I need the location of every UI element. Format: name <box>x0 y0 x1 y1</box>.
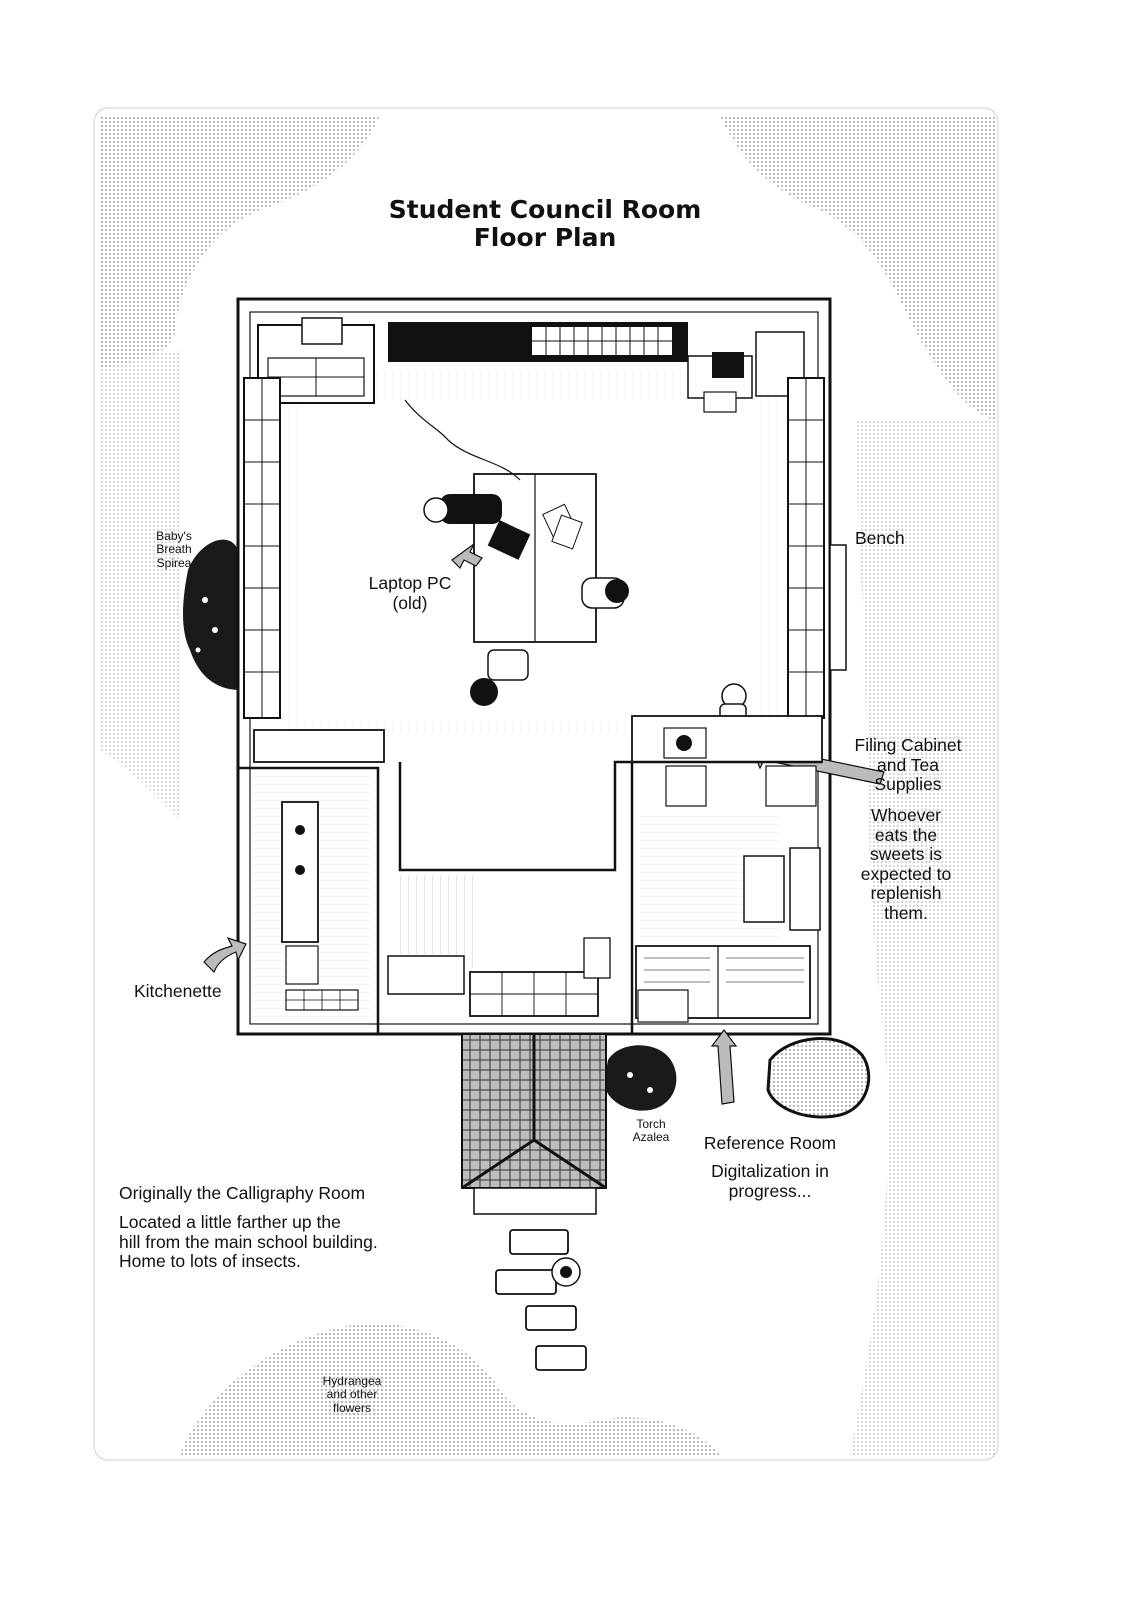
kitchenette-arrow <box>203 936 247 974</box>
location-note: Located a little farther up the hill fro… <box>119 1212 378 1272</box>
reference-room-label: Reference Room <box>703 1133 837 1153</box>
laptop-arrow <box>451 543 483 570</box>
person-bottom <box>470 649 529 706</box>
originally-label: Originally the Calligraphy Room <box>119 1183 366 1203</box>
foliage-screentone <box>100 115 995 1455</box>
left-counter <box>253 729 385 763</box>
reference-room-shrub <box>766 1037 871 1119</box>
reference-room <box>635 765 821 1023</box>
baby-breath-shrub <box>183 539 240 690</box>
page-title: Student Council Room Floor Plan <box>340 196 750 251</box>
digitalization-label: Digitalization in progress... <box>711 1161 829 1201</box>
sweets-note: Whoever eats the sweets is expected to r… <box>860 805 952 923</box>
torch-azalea-label: Torch Azalea <box>632 1117 670 1145</box>
kitchenette-label: Kitchenette <box>134 981 222 1001</box>
top-blackboard <box>388 322 688 362</box>
person-right <box>581 577 629 609</box>
title-line-1: Student Council Room <box>388 195 702 224</box>
bench-label: Bench <box>855 528 905 548</box>
filing-cabinet <box>631 715 823 763</box>
right-shoji-window <box>787 377 825 719</box>
left-shoji-window <box>243 377 281 719</box>
person-left <box>423 494 502 524</box>
kitchenette-room <box>250 776 370 1026</box>
title-line-2: Floor Plan <box>473 222 617 252</box>
babys-breath-label: Baby's Breath Spirea <box>156 529 192 570</box>
torch-azalea-shrub <box>604 1045 677 1111</box>
filing-cabinet-label: Filing Cabinet and Tea Supplies <box>854 735 962 795</box>
bench <box>829 544 847 671</box>
entrance-roof <box>461 1033 607 1215</box>
laptop <box>404 399 531 560</box>
laptop-label: Laptop PC (old) <box>368 573 452 613</box>
stepping-stones <box>495 1229 587 1371</box>
partition-walls <box>238 760 822 1034</box>
entrance-area <box>387 876 611 1017</box>
person-path <box>551 1257 581 1287</box>
reference-room-arrow <box>710 1029 738 1105</box>
hydrangea-label: Hydrangea and other flowers <box>322 1374 382 1415</box>
top-right-desk <box>687 331 805 413</box>
